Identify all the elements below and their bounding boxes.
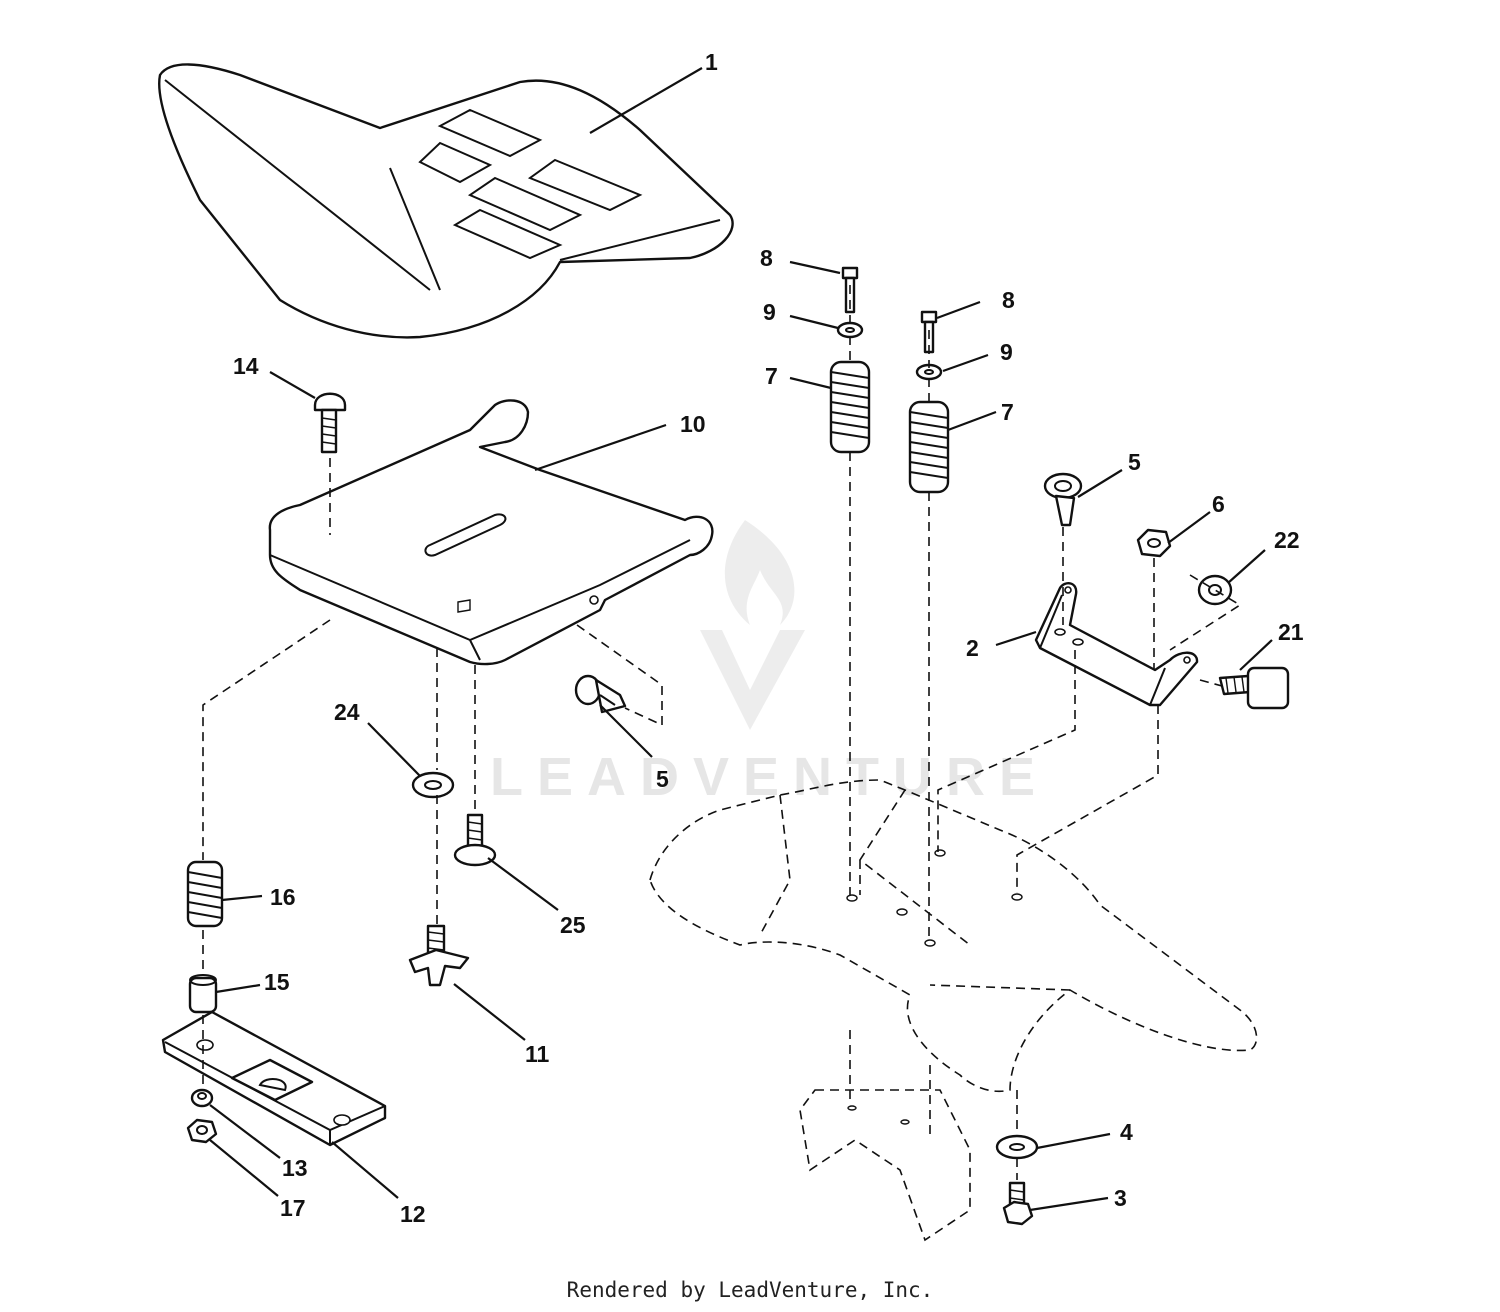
washer-9-left[interactable] (836, 321, 864, 339)
callout-5a[interactable]: 5 (1128, 449, 1141, 475)
callout-2[interactable]: 2 (966, 635, 979, 661)
callout-15[interactable]: 15 (264, 969, 290, 995)
nut-13[interactable] (190, 1088, 214, 1108)
bolt-3[interactable] (1002, 1181, 1034, 1226)
callout-6[interactable]: 6 (1212, 491, 1225, 517)
pivot-bracket-12[interactable] (161, 1010, 387, 1147)
spring-16[interactable] (186, 860, 224, 928)
callout-24[interactable]: 24 (334, 699, 360, 725)
callout-22[interactable]: 22 (1274, 527, 1300, 553)
washer-4[interactable] (995, 1134, 1039, 1160)
callout-1[interactable]: 1 (705, 49, 718, 75)
shoulder-bolt-21[interactable] (1218, 666, 1290, 710)
seat-bracket-2[interactable] (1034, 582, 1199, 707)
callout-9a[interactable]: 9 (763, 299, 776, 325)
callout-3[interactable]: 3 (1114, 1185, 1127, 1211)
callout-7b[interactable]: 7 (1001, 399, 1014, 425)
carriage-bolt-14[interactable] (313, 392, 347, 454)
callout-13[interactable]: 13 (282, 1155, 308, 1181)
callout-17[interactable]: 17 (280, 1195, 306, 1221)
watermark-text: LEADVENTURE (490, 747, 1049, 807)
callout-10[interactable]: 10 (680, 411, 706, 437)
spring-7-left[interactable] (829, 360, 871, 454)
callout-9b[interactable]: 9 (1000, 339, 1013, 365)
callout-5b[interactable]: 5 (656, 766, 669, 792)
callout-14[interactable]: 14 (233, 353, 259, 379)
callout-8b[interactable]: 8 (1002, 287, 1015, 313)
callout-21[interactable]: 21 (1278, 619, 1304, 645)
clip-5-left[interactable] (574, 674, 627, 714)
nut-6[interactable] (1136, 528, 1172, 558)
nut-17[interactable] (186, 1118, 218, 1144)
callout-16[interactable]: 16 (270, 884, 296, 910)
assembly-lines (202, 285, 1242, 1180)
callout-25[interactable]: 25 (560, 912, 586, 938)
spring-7-right[interactable] (908, 400, 950, 494)
footer-credit: Rendered by LeadVenture, Inc. (566, 1278, 934, 1302)
watermark: LEADVENTURE (490, 520, 1049, 807)
callout-labels: 1 2 3 4 5 5 6 7 7 8 8 9 9 10 11 12 13 14… (233, 49, 1304, 1227)
leader-lines (209, 67, 1273, 1212)
seat[interactable] (158, 63, 734, 339)
washer-24[interactable] (411, 771, 455, 799)
callout-4[interactable]: 4 (1120, 1119, 1133, 1145)
nut-22[interactable] (1197, 574, 1233, 606)
callout-7a[interactable]: 7 (765, 363, 778, 389)
bolt-8-left[interactable] (841, 266, 859, 314)
callout-8a[interactable]: 8 (760, 245, 773, 271)
callout-12[interactable]: 12 (400, 1201, 426, 1227)
spacer-15[interactable] (188, 974, 218, 1014)
bolt-25[interactable] (453, 813, 497, 867)
clip-5-right[interactable] (1043, 472, 1083, 527)
callout-11[interactable]: 11 (525, 1041, 550, 1067)
seat-pan[interactable] (268, 399, 714, 666)
seat-knob-11[interactable] (408, 924, 470, 987)
tractor-frame-phantom (649, 779, 1258, 1242)
